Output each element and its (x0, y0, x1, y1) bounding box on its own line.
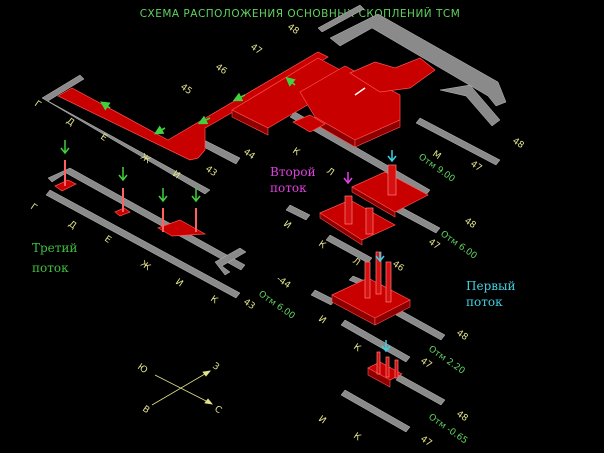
axis-label: К (316, 239, 327, 251)
axis-label: 47 (418, 356, 433, 371)
axis-label: -44 (274, 274, 292, 291)
axis-label: 44 (241, 147, 256, 162)
axis-label: И (316, 314, 327, 326)
second-flow-arrow-icon (343, 172, 353, 185)
axis-label: К (351, 342, 362, 354)
compass-label: З (210, 361, 221, 373)
axis-label: Ж (138, 259, 152, 273)
axis-label: 47 (468, 159, 483, 174)
axis-label: 43 (241, 297, 256, 312)
first-flow-label: Первый (466, 279, 516, 293)
axis-label: 47 (426, 237, 441, 252)
axis-label: К (290, 146, 301, 158)
compass-icon: Ю З В С (135, 361, 223, 416)
level-220: Л 46 И К 48 47 Отм 2.20 (310, 251, 470, 377)
compass-label: С (212, 404, 223, 416)
first-flow-arrow-icon (375, 252, 385, 263)
axis-label: 48 (454, 409, 469, 424)
elevation-label: Отм 6.00 (256, 289, 296, 321)
axis-label: 48 (462, 216, 477, 231)
axis-label: Г (32, 99, 42, 110)
axis-label: Л (350, 256, 361, 268)
second-flow-label: поток (270, 181, 307, 195)
first-flow-arrow-icon (381, 340, 391, 353)
elevation-label: Отм 6.00 (438, 229, 478, 261)
axis-label: К (351, 431, 362, 443)
axis-label: 45 (178, 82, 193, 97)
axis-label: 47 (418, 434, 433, 449)
axis-label: И (173, 277, 184, 289)
axis-label: 43 (203, 164, 218, 179)
axis-label: Е (102, 234, 113, 246)
axis-label: 48 (454, 328, 469, 343)
scheme-title: СХЕМА РАСПОЛОЖЕНИЯ ОСНОВНЫХ СКОПЛЕНИЙ ТС… (140, 7, 461, 20)
first-flow-label: поток (466, 295, 503, 309)
axis-label: Г (28, 202, 38, 213)
compass-label: В (140, 404, 151, 416)
axis-label: К (208, 294, 219, 306)
compass-label: Ю (135, 362, 149, 376)
axis-label: И (281, 219, 292, 231)
axis-label: И (170, 169, 181, 181)
axis-label: 48 (510, 136, 525, 151)
elevation-label: Отм 2.20 (426, 344, 466, 376)
axis-label: Е (98, 132, 109, 144)
axis-label: Д (64, 116, 75, 128)
axis-label: Д (66, 219, 77, 231)
second-flow-label: Второй (270, 165, 316, 179)
third-flow-label: Третий (32, 241, 77, 255)
axis-label: 46 (390, 259, 405, 274)
axis-label: 47 (248, 42, 263, 57)
top-level-structure (57, 51, 436, 161)
axis-label: 48 (285, 22, 300, 37)
third-flow-label: поток (32, 261, 69, 275)
axis-label: И (316, 414, 327, 426)
axis-label: 46 (213, 62, 228, 77)
third-flow-arrows (60, 140, 201, 203)
first-flow-arrow-icon (387, 150, 397, 163)
second-flow-structures: И К 48 47 Отм 6.00 (281, 150, 479, 264)
axis-label: Л (324, 166, 335, 178)
up-arrow-icon (354, 87, 366, 96)
